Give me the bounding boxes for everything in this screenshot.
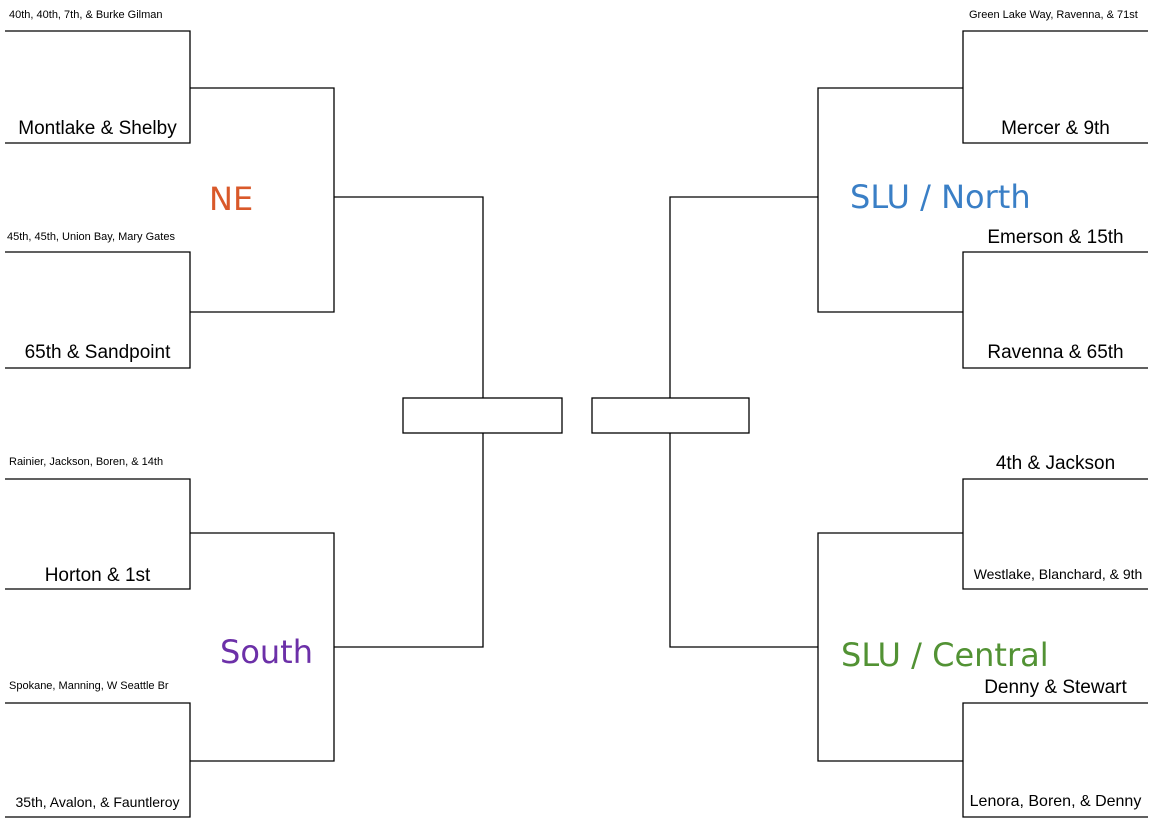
region-label-slu-north: SLU / North: [850, 178, 1031, 216]
final-box-right: [591, 397, 750, 434]
entry-right-4: Ravenna & 65th: [987, 342, 1124, 363]
slot-line-r3: [962, 251, 1148, 369]
entry-right-6: Westlake, Blanchard, & 9th: [973, 566, 1143, 582]
slot-line-r1: [962, 30, 1148, 144]
entry-left-6: Horton & 1st: [44, 565, 151, 586]
slot-line-l1: [5, 30, 191, 144]
entry-left-2: Montlake & Shelby: [18, 118, 177, 139]
region-label-slu-central: SLU / Central: [841, 636, 1049, 674]
entry-right-3: Emerson & 15th: [987, 227, 1124, 248]
entry-left-3: 45th, 45th, Union Bay, Mary Gates: [7, 231, 175, 243]
entry-left-5: Rainier, Jackson, Boren, & 14th: [9, 456, 164, 468]
left-round1-lines: [5, 30, 191, 818]
entry-right-7: Denny & Stewart: [984, 677, 1127, 698]
slot-line-l7: [5, 702, 191, 818]
entry-right-1: Green Lake Way, Ravenna, & 71st: [969, 9, 1138, 21]
region-label-ne: NE: [209, 180, 254, 218]
slot-line-r7: [962, 702, 1148, 818]
connector-left-semi: [334, 196, 484, 648]
connector-slu-north: [817, 87, 963, 313]
right-round3-lines: [669, 196, 818, 648]
slot-line-l3: [5, 251, 191, 369]
left-round3-lines: [334, 196, 484, 648]
right-round1-lines: [962, 30, 1148, 818]
slot-line-r5: [962, 478, 1148, 590]
connector-right-semi: [669, 196, 818, 648]
entry-left-8: 35th, Avalon, & Fauntleroy: [15, 794, 180, 810]
region-label-south: South: [220, 633, 313, 671]
entry-left-1: 40th, 40th, 7th, & Burke Gilman: [9, 9, 163, 21]
connector-ne: [190, 87, 335, 313]
entry-right-2: Mercer & 9th: [1001, 118, 1110, 139]
entry-left-4: 65th & Sandpoint: [24, 342, 171, 363]
entry-left-7: Spokane, Manning, W Seattle Br: [9, 680, 169, 692]
final-box-left: [402, 397, 563, 434]
entry-right-8: Lenora, Boren, & Denny: [969, 793, 1142, 810]
entry-right-5: 4th & Jackson: [995, 453, 1116, 474]
slot-line-l5: [5, 478, 191, 590]
